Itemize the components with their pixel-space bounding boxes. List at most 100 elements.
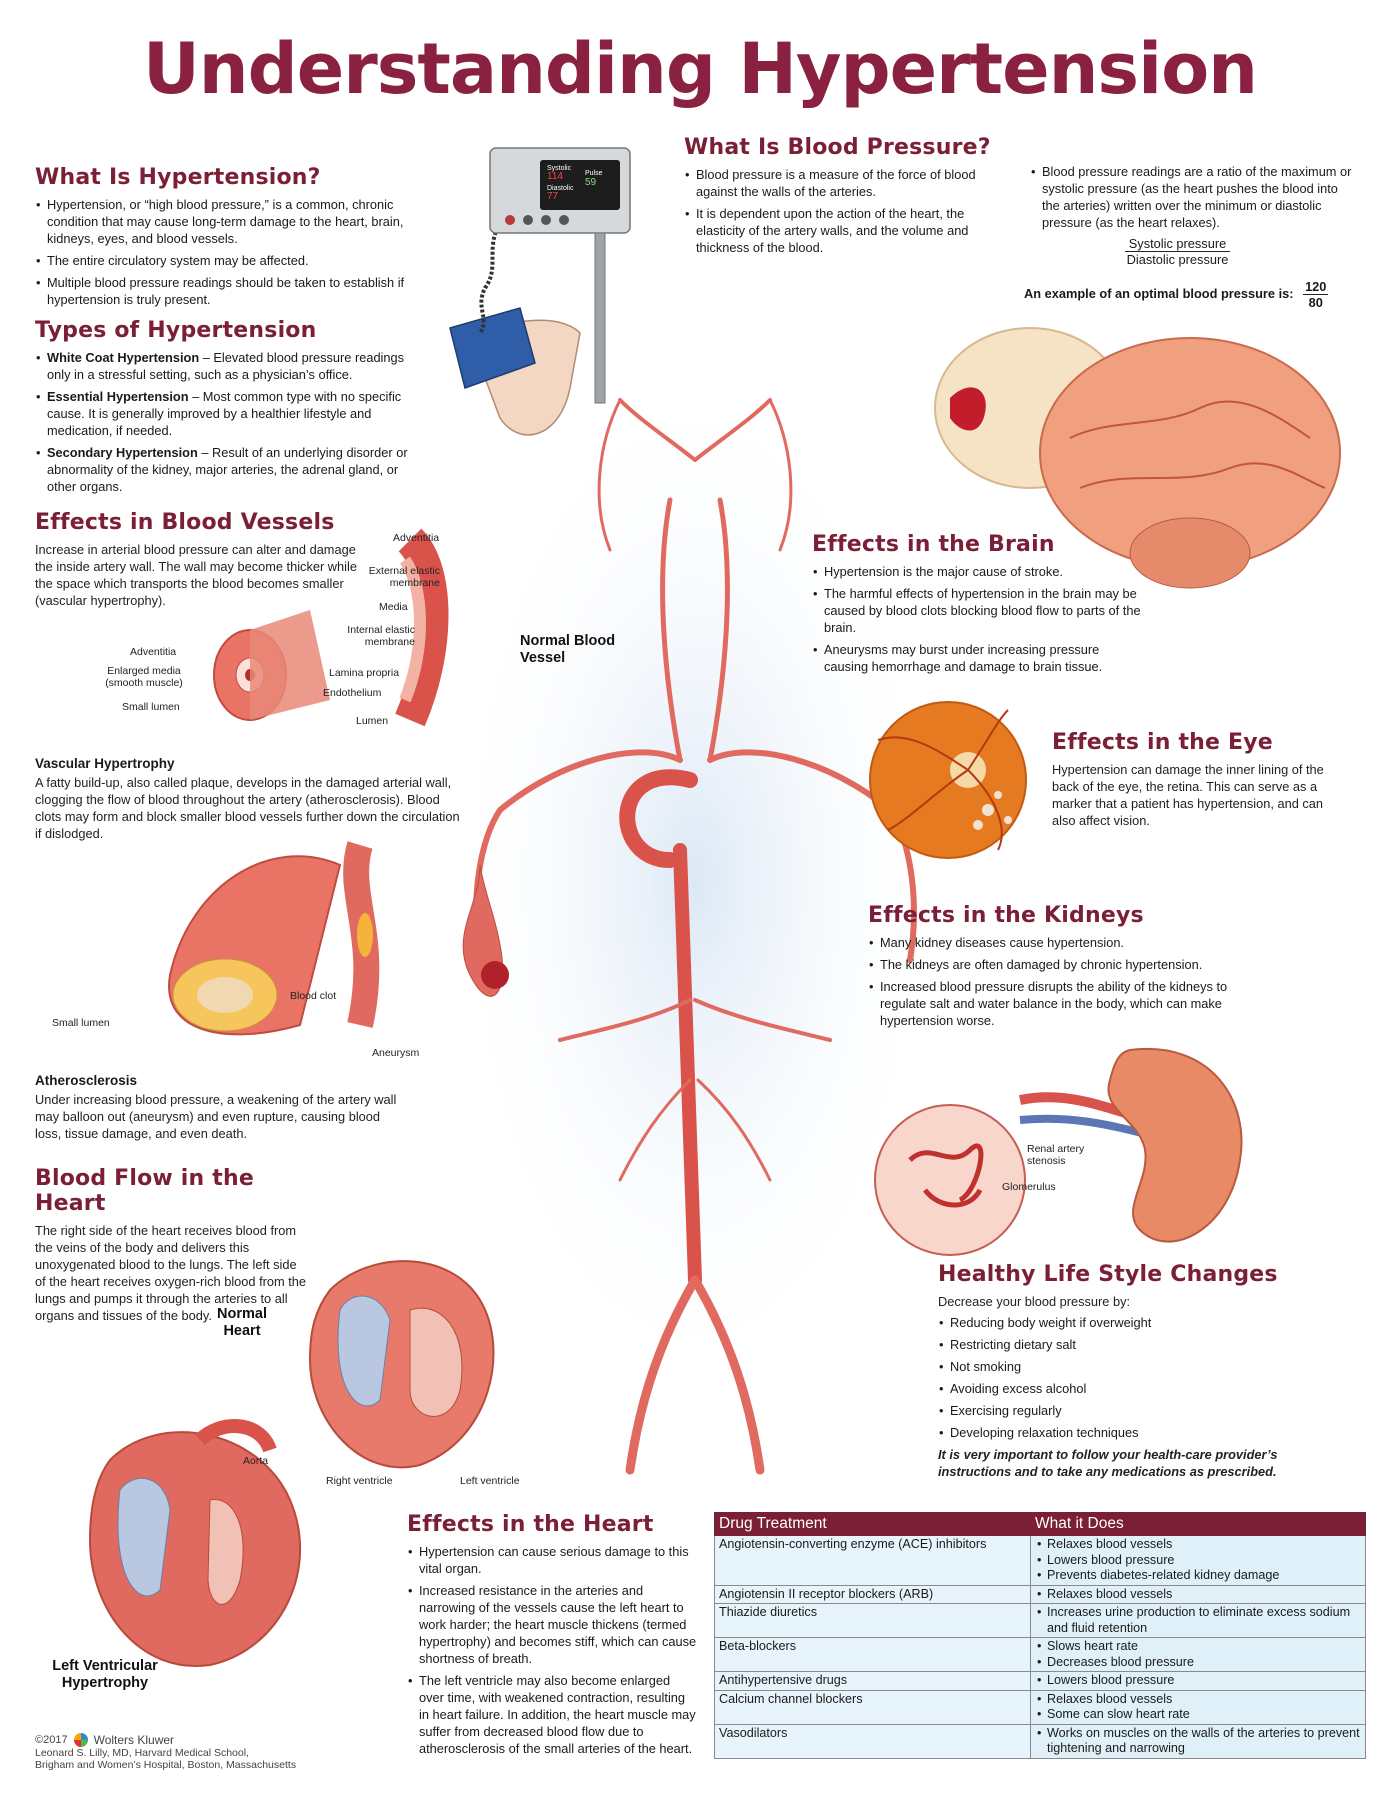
list-item: Some can slow heart rate bbox=[1037, 1707, 1361, 1723]
list-item: Decreases blood pressure bbox=[1037, 1655, 1361, 1671]
types-list: White Coat Hypertension – Elevated blood… bbox=[35, 349, 430, 495]
monitor-systolic-value: 114 bbox=[547, 171, 563, 182]
monitor-systolic-label: Systolic bbox=[547, 165, 572, 172]
vessels-section: Effects in Blood Vessels Increase in art… bbox=[35, 510, 370, 609]
brain-section: Effects in the Brain Hypertension is the… bbox=[812, 532, 1142, 680]
drug-table-body: Angiotensin-converting enzyme (ACE) inhi… bbox=[714, 1535, 1366, 1759]
list-item: The entire circulatory system may be aff… bbox=[36, 252, 420, 269]
drug-name-cell: Angiotensin-converting enzyme (ACE) inhi… bbox=[714, 1535, 1031, 1586]
list-item: Developing relaxation techniques bbox=[939, 1424, 1313, 1441]
drug-name-cell: Beta-blockers bbox=[714, 1637, 1031, 1672]
list-item: Works on muscles on the walls of the art… bbox=[1037, 1726, 1361, 1757]
table-row: Beta-blockersSlows heart rateDecreases b… bbox=[714, 1637, 1366, 1672]
label-normal-vessel: Normal Blood Vessel bbox=[520, 633, 616, 666]
blood-flow-text: The right side of the heart receives blo… bbox=[35, 1223, 307, 1323]
label-lvh: Left Ventricular Hypertrophy bbox=[52, 1658, 158, 1691]
label-media: Media bbox=[379, 601, 408, 613]
drug-effects-list: Relaxes blood vesselsLowers blood pressu… bbox=[1035, 1537, 1361, 1584]
table-header-effect: What it Does bbox=[1030, 1512, 1366, 1536]
label-normal-heart: Normal Heart bbox=[217, 1306, 267, 1339]
list-item: Secondary Hypertension – Result of an un… bbox=[36, 444, 430, 495]
atherosclerosis-illustration bbox=[168, 841, 509, 1036]
clot-artery bbox=[343, 841, 380, 1028]
table-header-row: Drug Treatment What it Does bbox=[714, 1512, 1366, 1536]
drug-name-cell: Vasodilators bbox=[714, 1723, 1031, 1759]
kidneys-heading: Effects in the Kidneys bbox=[868, 903, 1144, 928]
what-is-hypertension-heading: What Is Hypertension? bbox=[35, 165, 321, 190]
bp-example-fraction: 120 80 bbox=[1303, 279, 1329, 310]
bp-example-numerator: 120 bbox=[1303, 279, 1329, 295]
table-row: Angiotensin-converting enzyme (ACE) inhi… bbox=[714, 1535, 1366, 1586]
drug-table-container: Drug Treatment What it Does Angiotensin-… bbox=[714, 1512, 1366, 1759]
cerebellum bbox=[1129, 517, 1251, 589]
kidney-illustration bbox=[874, 1047, 1243, 1256]
list-item: Hypertension can cause serious damage to… bbox=[408, 1543, 697, 1577]
monitor-cord bbox=[478, 221, 502, 335]
list-item: Blood pressure readings are a ratio of t… bbox=[1031, 163, 1355, 231]
label-glomerulus: Glomerulus bbox=[1002, 1181, 1056, 1193]
label-endothelium: Endothelium bbox=[323, 687, 382, 699]
footer: ©2017 Wolters Kluwer Leonard S. Lilly, M… bbox=[35, 1733, 296, 1771]
normal-vessel-illustration bbox=[213, 528, 449, 727]
list-item: Reducing body weight if overweight bbox=[939, 1314, 1313, 1331]
table-row: Thiazide diureticsIncreases urine produc… bbox=[714, 1603, 1366, 1638]
kidneys-section: Effects in the Kidneys Many kidney disea… bbox=[868, 903, 1243, 1034]
hypertrophy-cross-section bbox=[213, 610, 330, 721]
vessels-intro: Increase in arterial blood pressure can … bbox=[35, 542, 357, 608]
table-row: Antihypertensive drugsLowers blood press… bbox=[714, 1671, 1366, 1691]
type-term: Essential Hypertension bbox=[47, 389, 189, 404]
type-term: White Coat Hypertension bbox=[47, 350, 200, 365]
label-aneurysm: Aneurysm bbox=[372, 1047, 420, 1059]
what-is-bp-section: What Is Blood Pressure? Blood pressure i… bbox=[684, 135, 1004, 261]
vascular-hypertrophy-text: A fatty build-up, also called plaque, de… bbox=[35, 775, 460, 841]
list-item: It is dependent upon the action of the h… bbox=[685, 205, 1004, 256]
table-header-drug: Drug Treatment bbox=[714, 1512, 1031, 1536]
drug-effects-cell: Works on muscles on the walls of the art… bbox=[1030, 1723, 1366, 1759]
list-item: The left ventricle may also become enlar… bbox=[408, 1672, 697, 1757]
footer-copyright: ©2017 bbox=[35, 1734, 68, 1746]
label-external-elastic: External elastic membrane bbox=[368, 565, 440, 589]
monitor-diastolic-value: 77 bbox=[547, 191, 559, 202]
drug-effects-cell: Slows heart rateDecreases blood pressure bbox=[1030, 1637, 1366, 1672]
drug-name-cell: Calcium channel blockers bbox=[714, 1689, 1031, 1725]
drug-effects-list: Relaxes blood vesselsSome can slow heart… bbox=[1035, 1692, 1361, 1723]
cuff-shape bbox=[449, 307, 536, 389]
table-row: Calcium channel blockersRelaxes blood ve… bbox=[714, 1689, 1366, 1725]
aneurysm-artery bbox=[462, 864, 509, 997]
type-desc: – Elevated blood pressure readings only … bbox=[47, 350, 405, 382]
stroke-region bbox=[950, 387, 986, 431]
list-item: The harmful effects of hypertension in t… bbox=[813, 585, 1142, 636]
glomerulus-circle bbox=[874, 1104, 1026, 1256]
vessels-heading: Effects in Blood Vessels bbox=[35, 510, 335, 535]
drug-effects-list: Relaxes blood vessels bbox=[1035, 1587, 1361, 1603]
list-item: The kidneys are often damaged by chronic… bbox=[869, 956, 1243, 973]
drug-effects-cell: Relaxes blood vessels bbox=[1030, 1584, 1366, 1604]
bp-fraction: Systolic pressure Diastolic pressure bbox=[1124, 236, 1231, 267]
list-item: Lowers blood pressure bbox=[1037, 1553, 1361, 1569]
atherosclerosis-section: Atherosclerosis Under increasing blood p… bbox=[35, 1073, 400, 1142]
list-item: Blood pressure is a measure of the force… bbox=[685, 166, 1004, 200]
drug-effects-cell: Lowers blood pressure bbox=[1030, 1671, 1366, 1691]
retina-illustration bbox=[869, 701, 1027, 859]
drug-effects-list: Lowers blood pressure bbox=[1035, 1673, 1361, 1689]
blood-flow-heading: Blood Flow in the Heart bbox=[35, 1166, 254, 1216]
drug-table: Drug Treatment What it Does Angiotensin-… bbox=[714, 1512, 1366, 1759]
lvh-heart-illustration bbox=[88, 1419, 301, 1668]
bp-ratio-section: Blood pressure readings are a ratio of t… bbox=[1030, 163, 1355, 273]
lifestyle-intro: Decrease your blood pressure by: bbox=[938, 1294, 1131, 1309]
list-item: Lowers blood pressure bbox=[1037, 1673, 1361, 1689]
monitor-screen bbox=[540, 160, 620, 210]
label-renal-artery: Renal artery stenosis bbox=[1027, 1143, 1085, 1167]
label-internal-elastic: Internal elastic membrane bbox=[347, 624, 415, 648]
bp-fraction-denominator: Diastolic pressure bbox=[1126, 252, 1229, 267]
list-item: Relaxes blood vessels bbox=[1037, 1587, 1361, 1603]
list-item: Increased resistance in the arteries and… bbox=[408, 1582, 697, 1667]
label-adventitia-left: Adventitia bbox=[130, 646, 177, 658]
footer-credit-2: Brigham and Women’s Hospital, Boston, Ma… bbox=[35, 1759, 297, 1771]
label-adventitia-right: Adventitia bbox=[393, 532, 440, 544]
types-section: Types of Hypertension White Coat Hyperte… bbox=[35, 318, 430, 500]
list-item: Prevents diabetes-related kidney damage bbox=[1037, 1568, 1361, 1584]
type-desc: – Result of an underlying disorder or ab… bbox=[47, 445, 408, 494]
monitor-buttons bbox=[505, 215, 569, 225]
eye-text: Hypertension can damage the inner lining… bbox=[1052, 762, 1324, 828]
